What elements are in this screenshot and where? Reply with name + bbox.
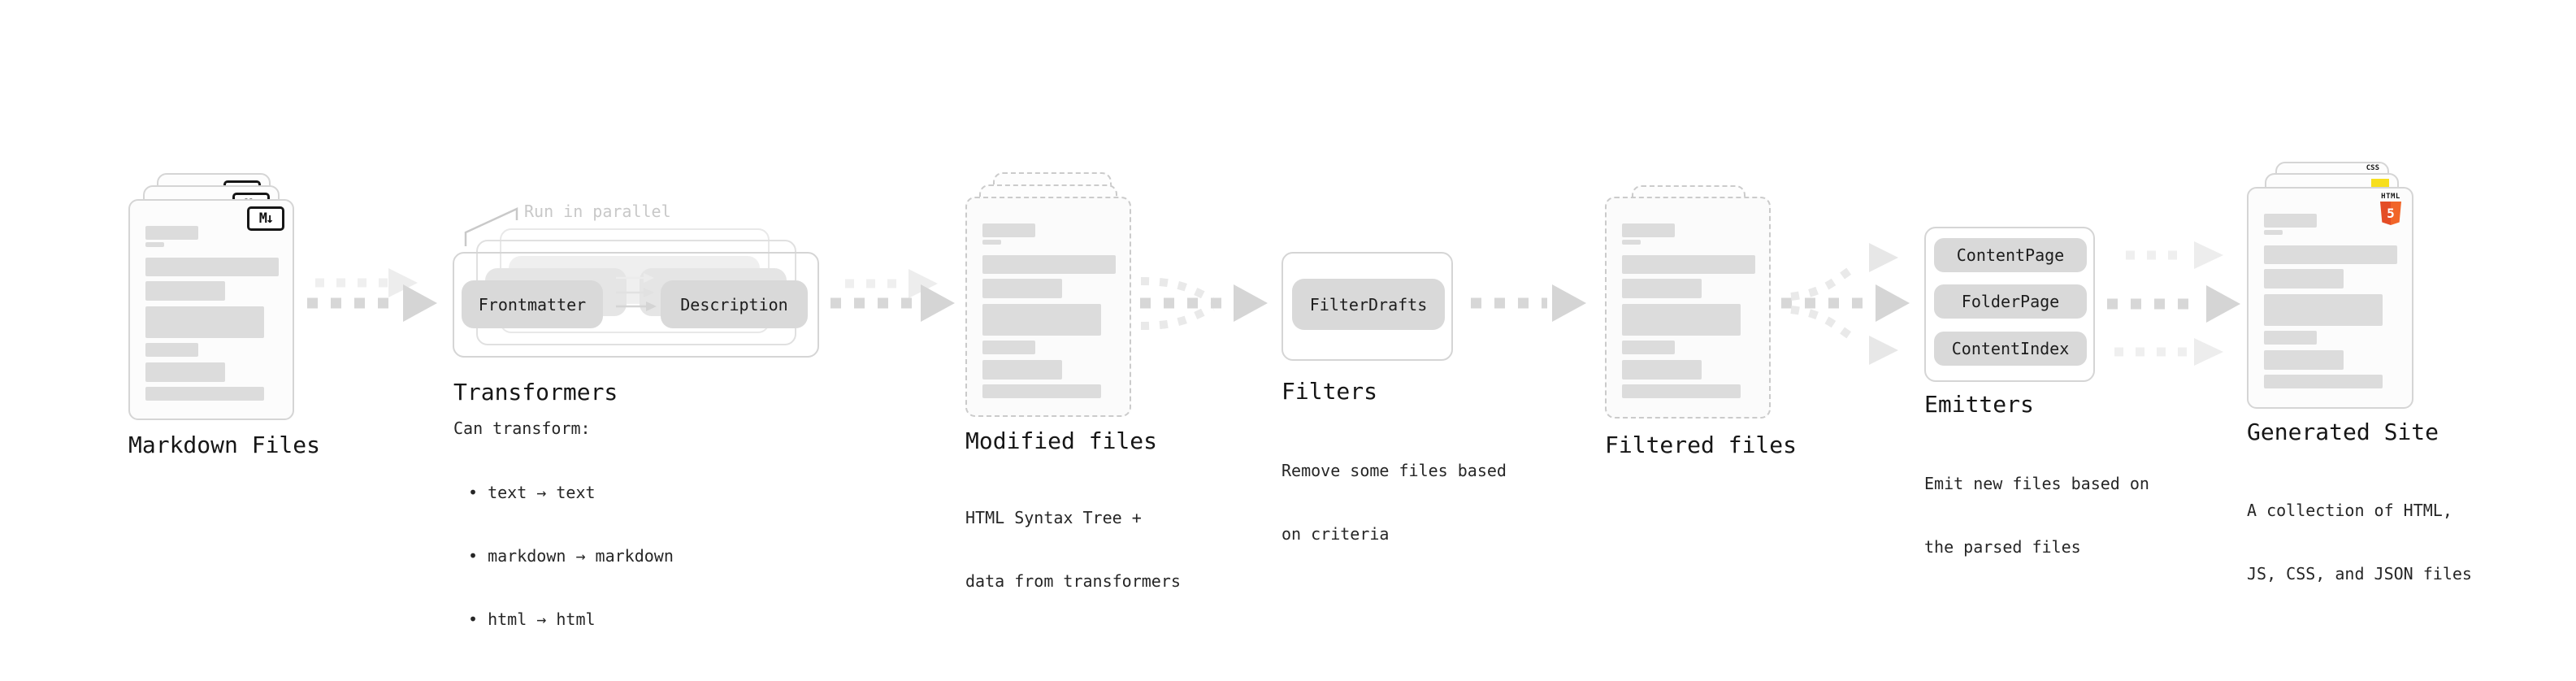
- transformers-caption: Can transform:: [453, 419, 591, 438]
- file-content-placeholder: [2249, 189, 2412, 407]
- generated-site-description: A collection of HTML, JS, CSS, and JSON …: [2247, 501, 2472, 583]
- filters-frame: [1281, 252, 1453, 361]
- filters-label: Filters: [1281, 378, 1378, 405]
- filtered-files-label: Filtered files: [1605, 432, 1798, 458]
- emitter-chip-contentindex: ContentIndex: [1934, 332, 2087, 366]
- filter-chip-filterdrafts: FilterDrafts: [1292, 279, 1445, 330]
- transformers-bullet-list: • text → text • markdown → markdown • ht…: [468, 440, 674, 672]
- js-icon: [2371, 179, 2389, 189]
- modified-files-label: Modified files: [965, 427, 1158, 454]
- file-content-placeholder: [130, 201, 293, 419]
- modified-files-description: HTML Syntax Tree + data from transformer…: [965, 508, 1181, 591]
- transformers-label: Transformers: [453, 379, 618, 406]
- emitters-description: Emit new files based on the parsed files: [1924, 474, 2149, 557]
- arrow-filters-to-filtered: [1471, 284, 1586, 322]
- arrow-markdown-to-transformers: [307, 268, 437, 322]
- site-file-card-html: HTML 5: [2247, 187, 2413, 409]
- arrow-filtered-to-emitters-split: [1781, 243, 1910, 365]
- emitter-chip-folderpage: FolderPage: [1934, 284, 2087, 319]
- emitters-frame: [1924, 227, 2095, 382]
- arrow-transformers-to-modified: [830, 269, 955, 322]
- generated-site-label: Generated Site: [2247, 419, 2439, 445]
- emitters-label: Emitters: [1924, 391, 2034, 418]
- file-content-placeholder: [967, 198, 1130, 415]
- transformer-chip-description: Description: [661, 280, 808, 328]
- modified-file-card-front: [965, 197, 1131, 417]
- bullet-item: • text → text: [468, 483, 596, 502]
- run-in-parallel-annotation: Run in parallel: [524, 202, 671, 221]
- transformer-layer-frame-front: [453, 252, 819, 358]
- markdown-file-card-front: M↓: [128, 199, 294, 420]
- markdown-icon: M↓: [247, 206, 284, 231]
- arrow-modified-to-filters-merge: [1140, 277, 1268, 330]
- filtered-file-card-front: [1605, 197, 1771, 419]
- markdown-files-label: Markdown Files: [128, 432, 321, 458]
- filters-description: Remove some files based on criteria: [1281, 461, 1507, 544]
- html5-icon: HTML 5: [2378, 193, 2404, 225]
- bullet-item: • html → html: [468, 609, 596, 629]
- bullet-item: • markdown → markdown: [468, 546, 674, 566]
- transformer-chip-frontmatter: Frontmatter: [462, 280, 603, 328]
- file-content-placeholder: [1607, 198, 1769, 417]
- emitter-chip-contentpage: ContentPage: [1934, 238, 2087, 272]
- arrow-emitters-to-site: [2107, 241, 2240, 366]
